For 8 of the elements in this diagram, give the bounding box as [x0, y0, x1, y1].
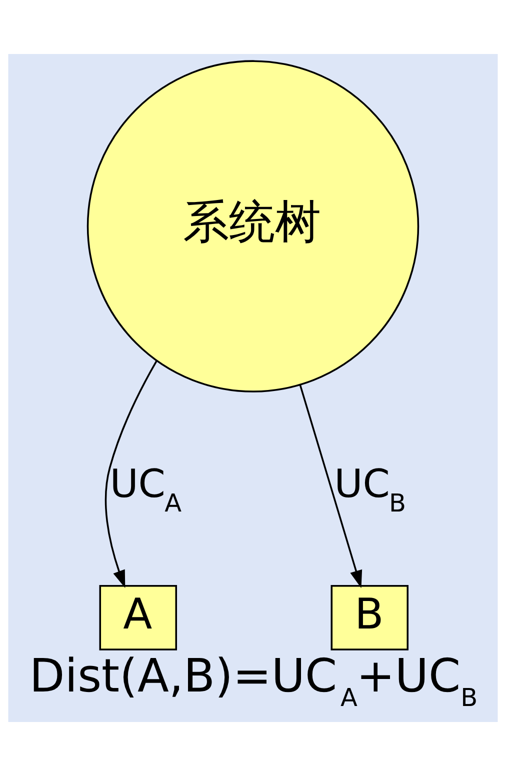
- edge-label: UC$_{B}$: [334, 461, 406, 517]
- caption: Dist(A,B)=UC$_{A}$+UC$_{B}$: [29, 648, 478, 712]
- node-circle: 系统树: [86, 60, 420, 392]
- node-box: A: [99, 584, 177, 650]
- edge-label: UC$_{A}$: [110, 461, 182, 517]
- arrow: [299, 384, 362, 588]
- node-box: B: [330, 584, 409, 650]
- arrow: [104, 360, 158, 588]
